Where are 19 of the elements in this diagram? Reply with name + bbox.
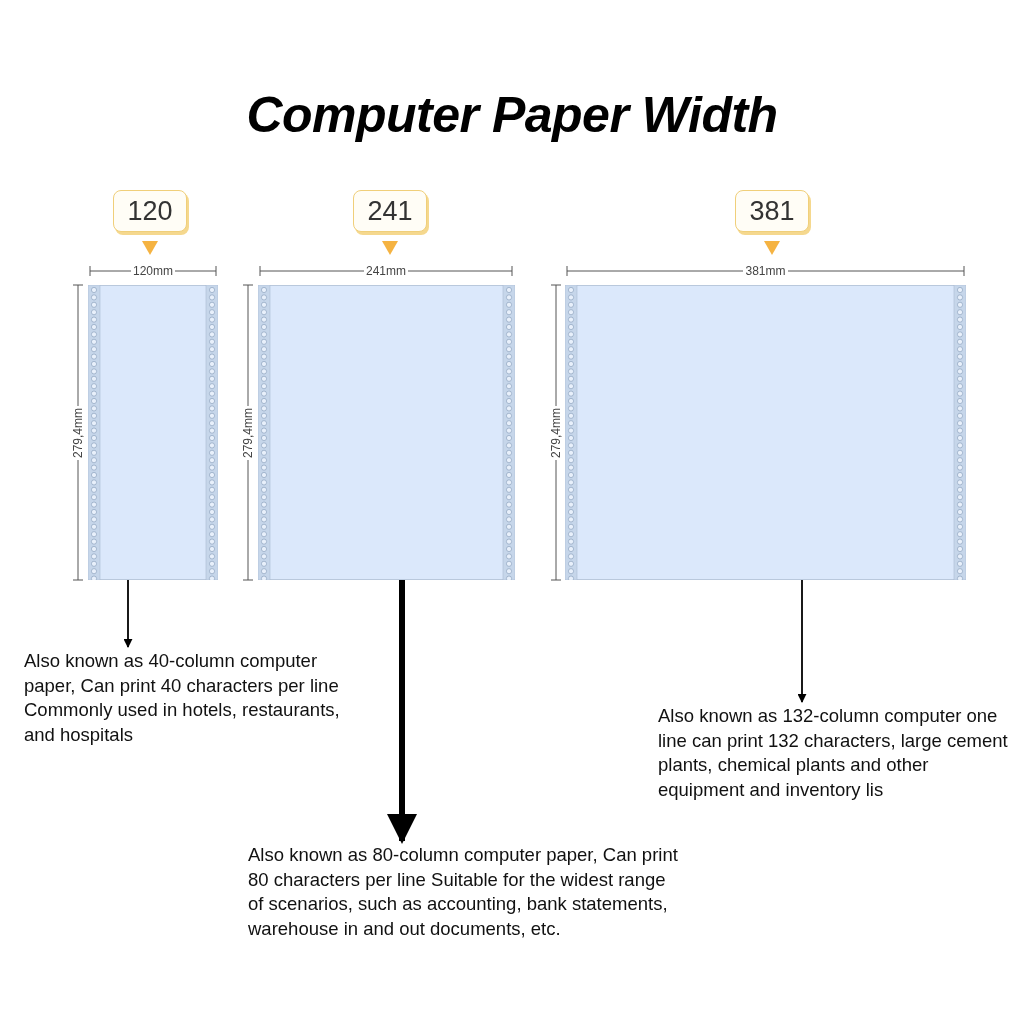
value-badge: 241 (353, 190, 427, 232)
dimension-label: 279,4mm (549, 405, 563, 460)
arrow (797, 579, 807, 703)
value-badge: 381 (735, 190, 809, 232)
description-text: Also known as 132-column computer one line can print 132 characters, large cement plants, chemical plants and other equipment and inventory lis (658, 704, 1009, 802)
dimension-label: 381mm (743, 264, 788, 278)
dimension-label: 279,4mm (71, 405, 85, 460)
title: Computer Paper Width (245, 86, 779, 144)
paper-sheet (88, 285, 218, 580)
arrow (123, 579, 133, 648)
arrow (387, 580, 417, 844)
description-text: Also known as 40-column computer paper, Can print 40 characters per line Commonly used in hotels, restaurants, and hospitals (24, 649, 341, 747)
paper-sheet (258, 285, 515, 580)
paper-sheet (565, 285, 966, 580)
dimension-label: 241mm (364, 264, 408, 278)
value-badge: 120 (113, 190, 187, 232)
dimension-label: 279,4mm (241, 405, 255, 460)
dimension-label: 120mm (131, 264, 175, 278)
description-text: Also known as 80-column computer paper, Can print 80 characters per line Suitable for the widest range of scenarios, such as accounting, bank statements, warehouse in and out documents, etc. (248, 843, 678, 941)
